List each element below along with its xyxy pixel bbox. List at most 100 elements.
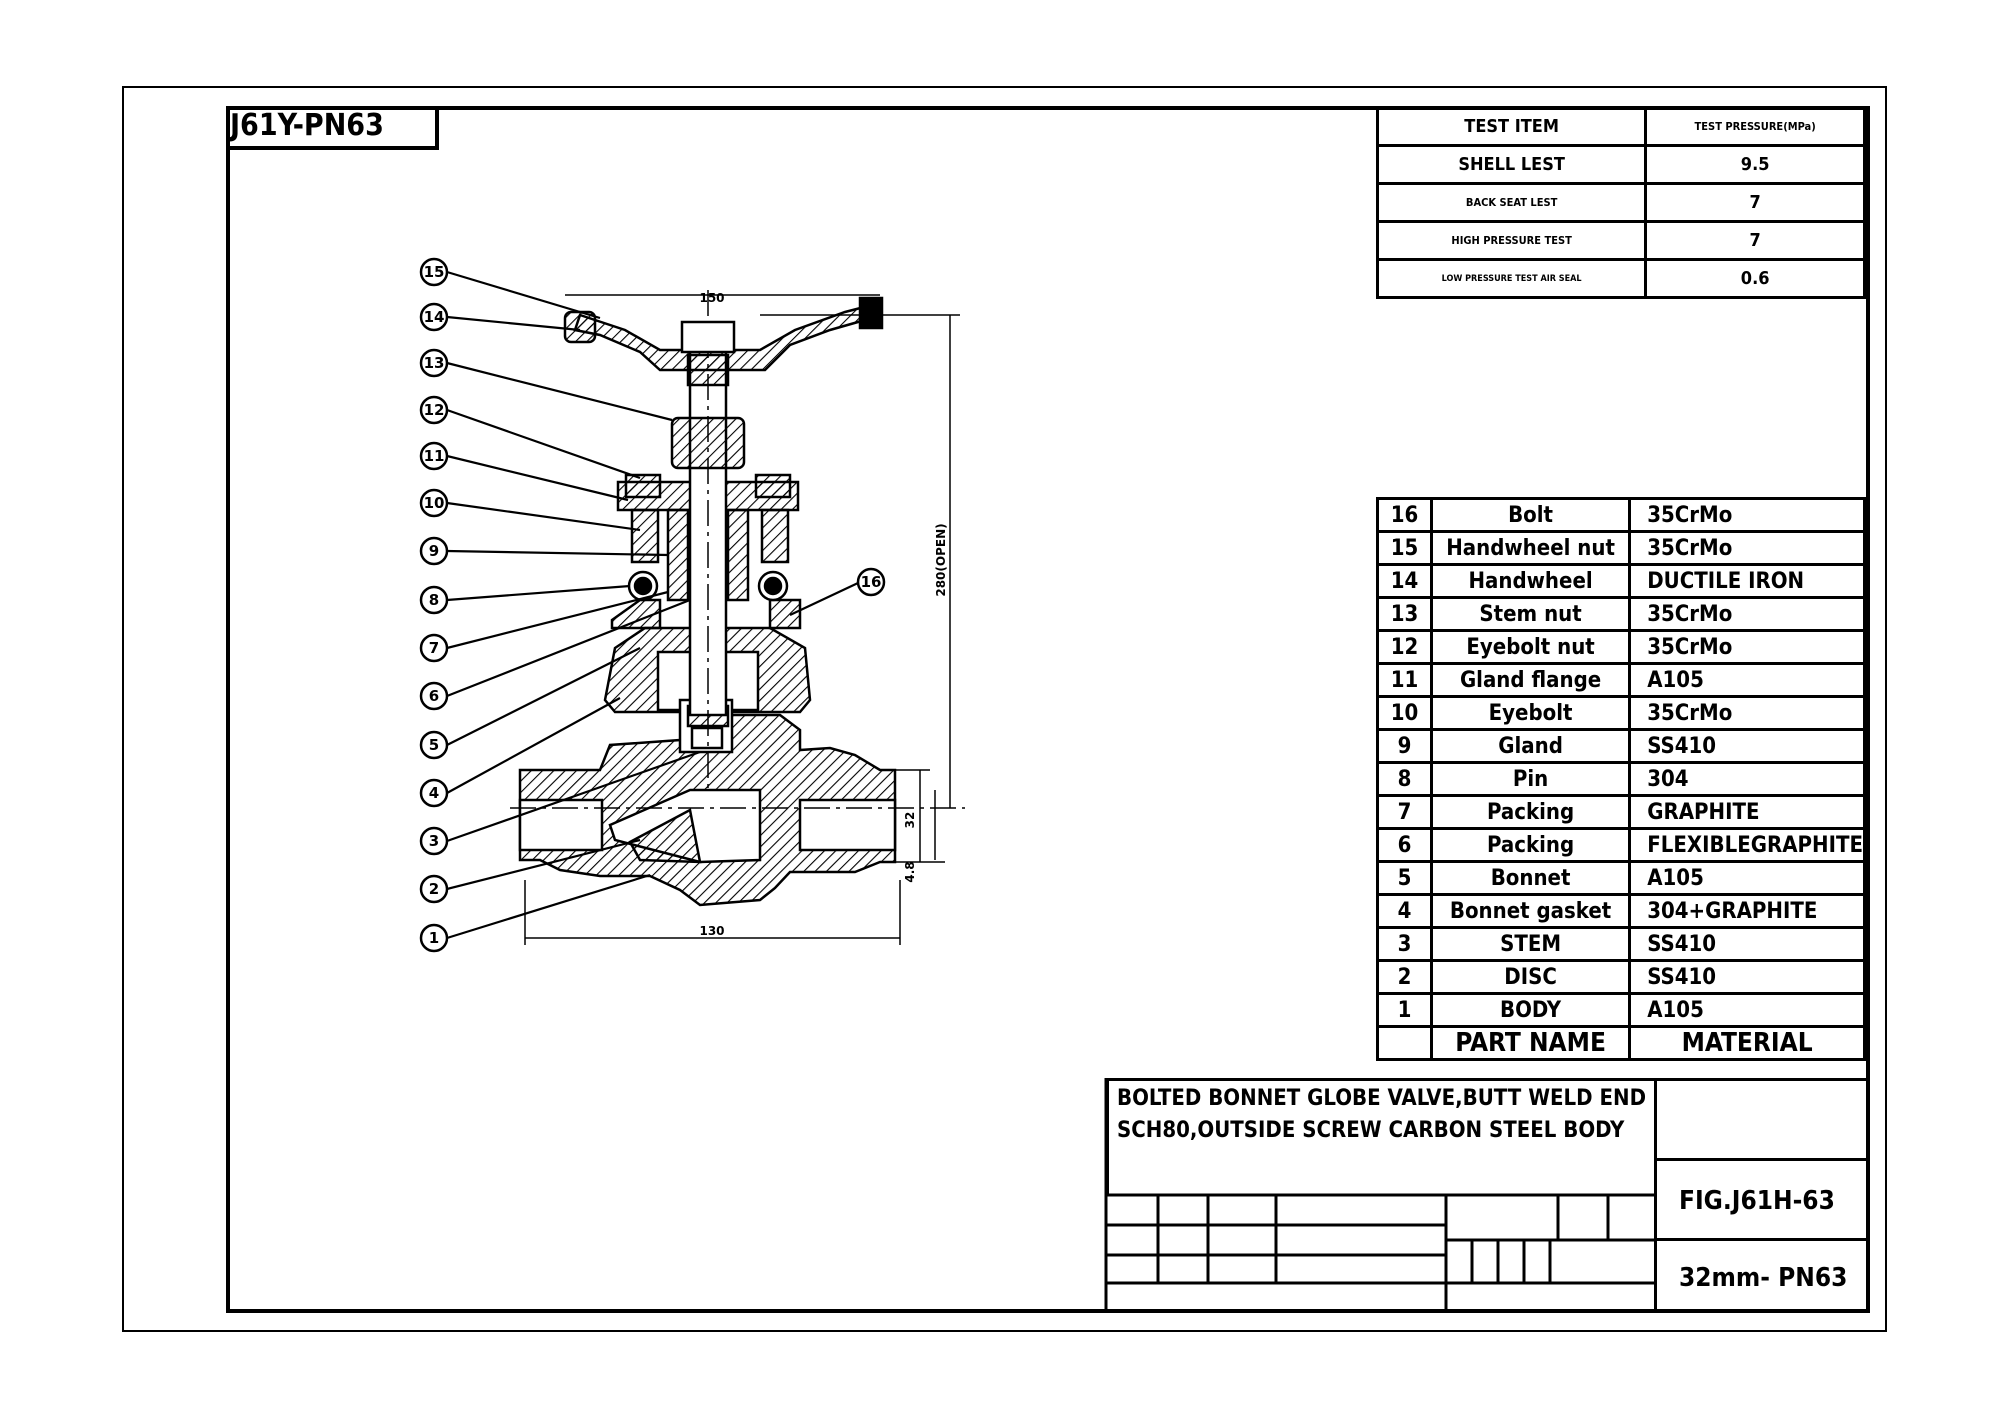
part-number: 11 [1376, 662, 1433, 698]
callout-11: 11 [419, 441, 449, 471]
figure-number: FIG.J61H-63 [1654, 1158, 1866, 1238]
handwheel-dimension: 150 [699, 291, 724, 305]
part-material: SS410 [1628, 959, 1866, 995]
svg-text:14: 14 [424, 308, 445, 326]
callout-leaders [446, 270, 859, 940]
part-material: A105 [1628, 662, 1866, 698]
callout-14: 14 [419, 302, 449, 332]
part-material: 35CrMo [1628, 497, 1866, 533]
svg-text:12: 12 [424, 401, 445, 419]
part-name: Packing [1429, 794, 1632, 830]
valve-size: 32mm- PN63 [1654, 1238, 1866, 1313]
test-item-header: TEST ITEM [1375, 106, 1648, 147]
part-name: Gland [1429, 728, 1632, 764]
callout-1: 1 [419, 923, 449, 953]
part-number: 12 [1376, 629, 1433, 665]
description-line-1: BOLTED BONNET GLOBE VALVE,BUTT WELD END [1117, 1086, 1647, 1111]
drawing-tag: J61Y-PN63 [226, 106, 439, 150]
part-name: Bonnet gasket [1429, 893, 1632, 929]
part-number: 4 [1376, 893, 1433, 929]
part-material: A105 [1628, 992, 1866, 1028]
svg-text:5: 5 [429, 736, 439, 754]
part-number: 16 [1376, 497, 1433, 533]
part-material: 304 [1628, 761, 1866, 797]
callout-8: 8 [419, 585, 449, 615]
part-material: DUCTILE IRON [1628, 563, 1866, 599]
part-name: BODY [1429, 992, 1632, 1028]
dimension-labels: 150 130 280(OPEN) 32 4.8 [699, 291, 948, 938]
test-pressure-header: TEST PRESSURE(MPa) [1644, 106, 1866, 147]
svg-text:4: 4 [429, 784, 439, 802]
title-blank-cell [1654, 1078, 1866, 1158]
length-dimension: 130 [699, 924, 724, 938]
svg-text:7: 7 [429, 639, 439, 657]
outer-frame [122, 86, 1887, 1332]
svg-text:1: 1 [429, 929, 439, 947]
valve-stem [670, 290, 746, 790]
part-number: 7 [1376, 794, 1433, 830]
callout-16: 16 [856, 567, 886, 597]
svg-text:10: 10 [424, 494, 445, 512]
part-name: Eyebolt [1429, 695, 1632, 731]
part-material: 35CrMo [1628, 695, 1866, 731]
part-name: Pin [1429, 761, 1632, 797]
callout-3: 3 [419, 826, 449, 856]
part-name: STEM [1429, 926, 1632, 962]
material-header: MATERIAL [1628, 1025, 1866, 1061]
part-number: 8 [1376, 761, 1433, 797]
part-number: 10 [1376, 695, 1433, 731]
part-number-header [1376, 1025, 1433, 1061]
parts-table-header: PART NAME MATERIAL [1376, 1025, 1866, 1061]
callout-6: 6 [419, 681, 449, 711]
part-number: 2 [1376, 959, 1433, 995]
part-name: Handwheel [1429, 563, 1632, 599]
callout-7: 7 [419, 633, 449, 663]
description-line-2: SCH80,OUTSIDE SCREW CARBON STEEL BODY [1117, 1118, 1625, 1143]
test-pressure: 0.6 [1644, 258, 1866, 299]
table-row: BACK SEAT LEST 7 [1375, 182, 1866, 223]
part-material: FLEXIBLEGRAPHITE [1628, 827, 1866, 863]
part-number: 13 [1376, 596, 1433, 632]
callout-15: 15 [419, 257, 449, 287]
test-table-header: TEST ITEM TEST PRESSURE(MPa) [1375, 106, 1866, 147]
callout-5: 5 [419, 730, 449, 760]
svg-text:2: 2 [429, 880, 439, 898]
part-number: 6 [1376, 827, 1433, 863]
svg-text:6: 6 [429, 687, 439, 705]
svg-text:8: 8 [429, 591, 439, 609]
svg-text:3: 3 [429, 832, 439, 850]
svg-text:16: 16 [861, 573, 882, 591]
weld-dimension-2: 4.8 [903, 861, 917, 882]
test-pressure: 7 [1644, 182, 1866, 223]
callout-2: 2 [419, 874, 449, 904]
part-material: 35CrMo [1628, 596, 1866, 632]
callout-10: 10 [419, 488, 449, 518]
weld-dimension-1: 32 [903, 812, 917, 829]
part-number: 5 [1376, 860, 1433, 896]
test-pressure-table: TEST ITEM TEST PRESSURE(MPa) SHELL LEST … [1375, 106, 1866, 299]
callouts: 15 14 13 12 11 10 9 8 7 6 5 4 3 2 1 16 [419, 257, 886, 953]
part-name: Packing [1429, 827, 1632, 863]
test-pressure: 9.5 [1644, 144, 1866, 185]
test-item: BACK SEAT LEST [1375, 182, 1648, 223]
callout-12: 12 [419, 395, 449, 425]
table-row: LOW PRESSURE TEST AIR SEAL 0.6 [1375, 258, 1866, 299]
part-material: A105 [1628, 860, 1866, 896]
height-dimension: 280(OPEN) [934, 523, 948, 596]
svg-text:11: 11 [424, 447, 445, 465]
part-material: SS410 [1628, 926, 1866, 962]
